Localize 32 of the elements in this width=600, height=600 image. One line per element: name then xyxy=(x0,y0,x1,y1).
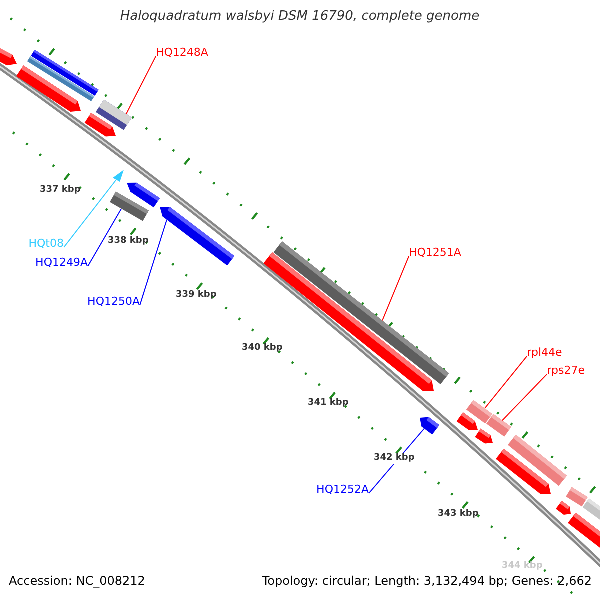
leader-line xyxy=(126,56,156,115)
scale-label: 339 kbp xyxy=(176,290,217,301)
gene-label: rpl44e xyxy=(527,346,562,360)
gene-bar xyxy=(96,100,132,130)
gene-marker xyxy=(113,170,124,182)
gene-feature xyxy=(420,417,440,435)
scale-label: 340 kbp xyxy=(242,343,283,354)
gene-label: HQt08 xyxy=(28,237,64,250)
leader-line xyxy=(502,374,548,422)
scale-label: 337 kbp xyxy=(40,185,81,196)
gene-label: HQ1248A xyxy=(156,46,208,60)
leader-line xyxy=(484,356,528,410)
genome-summary: Topology: circular; Length: 3,132,494 bp; Genes: 2,662 xyxy=(262,574,592,588)
scale-label: 341 kbp xyxy=(308,398,349,409)
gene-bar xyxy=(110,192,149,222)
gene-label: HQ1249A xyxy=(36,256,88,270)
scale-label: 342 kbp xyxy=(374,453,415,464)
accession-text: Accession: NC_008212 xyxy=(9,574,146,588)
diagram-title: Haloquadratum walsbyi DSM 16790, complete genome xyxy=(119,9,481,25)
leader-line xyxy=(140,219,168,306)
leader-line xyxy=(88,208,122,268)
gene-label: HQ1252A xyxy=(316,483,369,496)
leader-line xyxy=(64,180,116,248)
gene-label: HQ1250A xyxy=(88,295,140,308)
gene-label: HQ1251A xyxy=(409,246,462,260)
gene-bar xyxy=(486,414,512,437)
gene-bar xyxy=(466,400,493,424)
scale-label: 338 kbp xyxy=(108,236,149,247)
gene-feature xyxy=(160,207,235,266)
scale-label: 343 kbp xyxy=(438,509,479,520)
gene-label: rps27e xyxy=(547,364,586,378)
leader-line xyxy=(382,256,410,322)
